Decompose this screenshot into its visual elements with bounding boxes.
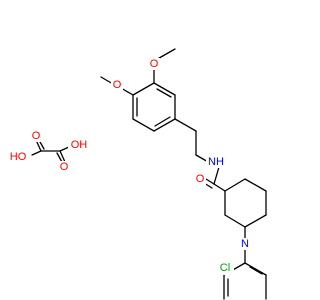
label-background [111,79,123,91]
chemical-structure-diagram: O O NH O N Cl O O HO OH [7,48,267,300]
bond-lines [31,48,267,300]
bond [59,146,70,152]
atom-labels: O O NH O N Cl O O HO OH [7,58,251,275]
label-background [148,58,160,70]
bond [132,82,155,96]
bond [153,118,176,132]
bond [154,116,171,127]
label-background [58,161,70,173]
label-background [7,151,29,163]
bond [244,178,267,192]
label-background [206,156,226,168]
bond [244,262,267,276]
bond [224,178,246,192]
atom-label-piperidine-nitrogen: N [241,238,249,250]
bond [59,150,66,163]
atom-label-oxalic-oxygen-1: O [32,130,41,142]
atom-label-oxalic-hydroxyl-1: HO [10,151,27,163]
bond [174,118,197,132]
atom-label-chlorine: Cl [220,262,230,274]
atom-label-amide-oxygen: O [196,173,205,185]
atom-label-oxalic-oxygen-2: O [60,161,69,173]
bond [249,266,263,275]
atom-label-oxygen-methoxy-3: O [150,58,159,70]
label-background [239,238,251,250]
bond [56,152,63,163]
label-background [194,173,206,185]
bond [153,82,176,96]
label-background [30,130,42,142]
label-background [68,139,90,151]
bond [224,214,246,228]
bond [205,178,215,185]
bond [132,118,155,132]
atom-label-oxygen-methoxy-4: O [113,79,122,91]
label-background [216,262,234,275]
atom-label-oxalic-hydroxyl-2: OH [71,139,88,151]
bond [31,150,42,156]
bond [213,166,220,185]
atom-label-amide-nitrogen: NH [208,156,224,168]
bond [244,214,267,228]
bond [156,88,172,98]
bond [213,183,226,192]
